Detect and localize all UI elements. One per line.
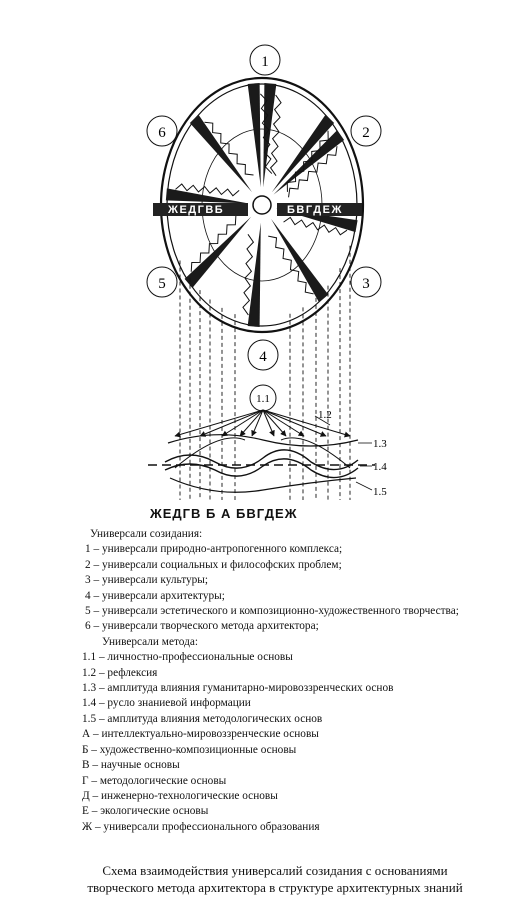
svg-text:2: 2 (362, 125, 370, 141)
fan-arrow (262, 409, 287, 437)
method-header: Универсали метода: (102, 635, 198, 648)
fan-arrow (174, 409, 264, 438)
right-letters: БВГДЕЖ (287, 204, 343, 216)
label-1-2: 1.2 (318, 409, 332, 421)
figure-caption: Схема взаимодействия универсалий созидан… (40, 862, 510, 896)
band-1-4-lower (164, 458, 359, 479)
center-circle (252, 195, 272, 215)
band-1-3 (167, 434, 359, 447)
band-1-5 (169, 477, 357, 493)
spoke-zigzag (269, 94, 282, 176)
section-6: 6 (146, 115, 178, 147)
section-5: 5 (146, 266, 178, 298)
spoke (247, 222, 261, 328)
spoke (263, 82, 277, 188)
legend-item: Г – методологические основы (82, 774, 227, 787)
spoke-zigzag (242, 234, 255, 316)
node-1-1: 1.1 (249, 384, 277, 412)
left-letters: ЖЕДГВБ (167, 204, 224, 216)
spoke-zigzag (175, 183, 240, 197)
spoke-zigzag (260, 93, 273, 174)
spoke (165, 188, 249, 204)
spoke (271, 114, 335, 193)
spoke-zigzag (204, 121, 254, 176)
fan-arrow (239, 409, 264, 437)
spoke (189, 114, 253, 193)
svg-text:3: 3 (362, 276, 370, 292)
fan-arrow (262, 409, 305, 437)
spoke (247, 82, 261, 188)
spoke-zigzag (268, 235, 314, 295)
section-4: 4 (247, 339, 279, 371)
legend-item: Е – экологические основы (82, 805, 209, 818)
legend-item: 1.3 – амплитуда влияния гуманитарно-миро… (82, 682, 394, 695)
fan-arrow (262, 409, 351, 438)
svg-text:1.1: 1.1 (256, 393, 270, 405)
legend-item: Ж – универсали профессионального образов… (82, 820, 320, 833)
legend-item: А – интеллектуально-мировоззренческие ос… (82, 728, 319, 741)
label-1-5: 1.5 (373, 486, 387, 498)
caption-line-2: творческого метода архитектора в структу… (87, 880, 463, 895)
spoke (273, 130, 345, 195)
band-1-4-upper (164, 449, 359, 471)
caption-line-1: Схема взаимодействия универсалий созидан… (102, 863, 448, 878)
label-1-3: 1.3 (373, 438, 387, 450)
legend-item: 2 – универсали социальных и философских … (85, 558, 342, 571)
label-1-4: 1.4 (373, 461, 387, 473)
svg-text:4: 4 (259, 349, 267, 365)
legend-item: 5 – универсали эстетического и композици… (85, 605, 459, 618)
horizontal-bar-left (153, 203, 248, 216)
band-inner-arc (174, 437, 351, 469)
spoke (184, 216, 252, 289)
legend-item: 6 – универсали творческого метода архите… (85, 620, 319, 633)
fan-arrow (262, 409, 275, 437)
legend-item: 1.1 – личностно-профессиональные основы (82, 651, 293, 664)
fan-arrow (221, 409, 264, 437)
projection-lines (179, 245, 351, 500)
interaction-diagram: ЖЕДГВБ БВГДЕЖ 1 2 3 4 5 6 1.1 1.2 1 (146, 44, 387, 500)
spoke-zigzag (283, 216, 348, 236)
fan-arrow (199, 409, 264, 437)
spoke-zigzag (286, 130, 329, 192)
section-2: 2 (350, 115, 382, 147)
fan-arrow (251, 409, 264, 437)
fan-arrow (262, 409, 327, 437)
legend-item: 1.2 – рефлексия (82, 666, 158, 679)
horizontal-bar-right (277, 203, 362, 216)
spoke (270, 218, 329, 303)
legend-item: 1.5 – амплитуда влияния методологических… (82, 712, 323, 725)
spokes (165, 82, 358, 328)
legend-item: 4 – универсали архитектуры; (85, 589, 225, 602)
legend-item: 1.4 – русло знаниевой информации (82, 697, 251, 710)
section-3: 3 (350, 266, 382, 298)
legend-item: 1 – универсали природно-антропогенного к… (85, 543, 343, 556)
legend-item: 3 – универсали культуры; (85, 574, 209, 587)
bottom-letters: ЖЕДГВ Б А БВГДЕЖ (150, 506, 298, 521)
universals-header: Универсали созидания: (90, 528, 203, 540)
section-1: 1 (249, 44, 281, 76)
legend-item: В – научные основы (82, 759, 180, 772)
svg-text:6: 6 (158, 125, 166, 141)
legend-item: Б – художественно-композиционные основы (82, 743, 297, 756)
legend-item: Д – инженерно-технологические основы (82, 789, 278, 802)
spoke-zigzag (190, 215, 237, 272)
svg-text:5: 5 (158, 276, 166, 292)
reflection-arrows (174, 409, 351, 438)
spoke-zigzag (288, 146, 338, 198)
svg-text:1: 1 (261, 54, 269, 70)
legend: Универсали созидания: 1 – универсали при… (82, 527, 522, 835)
